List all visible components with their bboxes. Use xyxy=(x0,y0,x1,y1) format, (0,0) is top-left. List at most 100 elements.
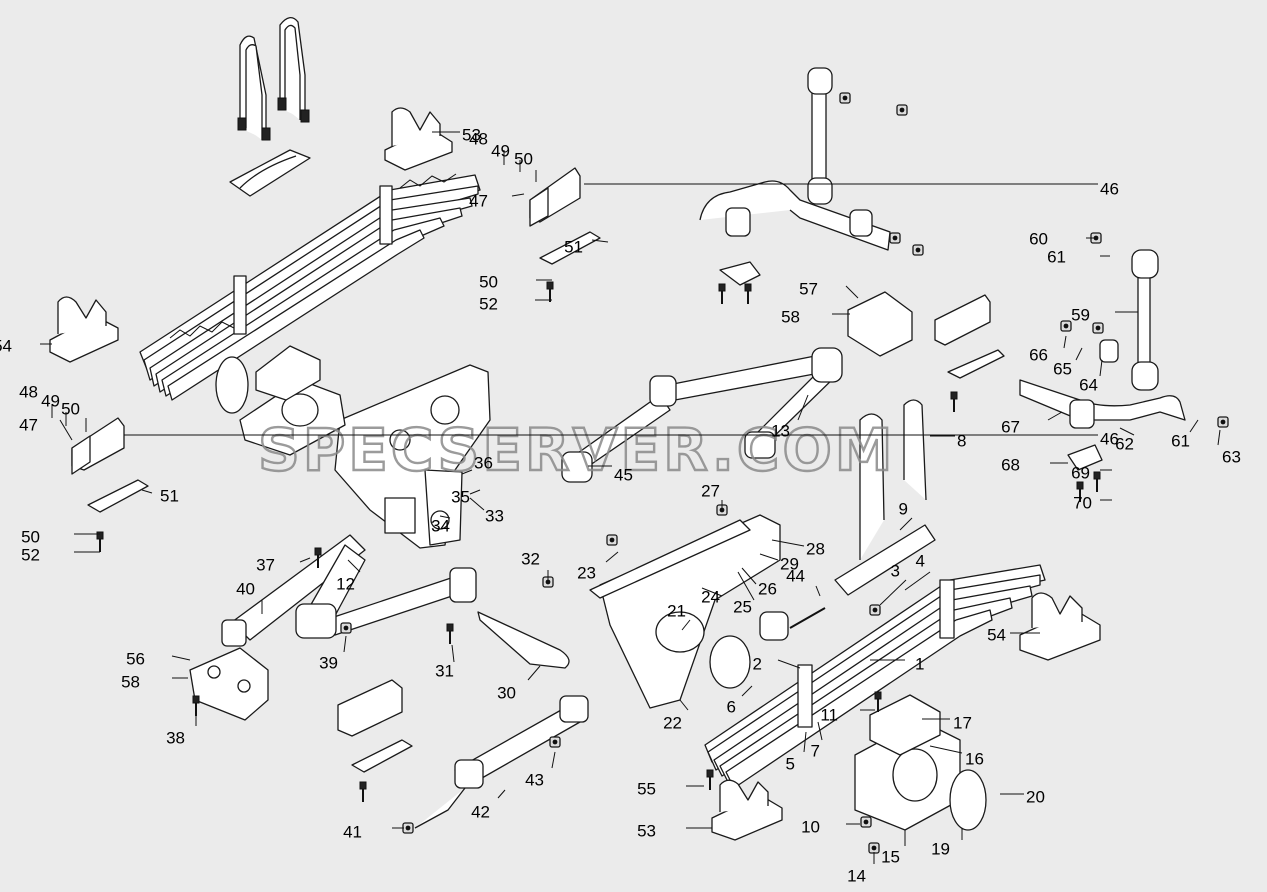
leader-line-12 xyxy=(347,559,361,573)
plate-51-top xyxy=(539,231,601,265)
callout-36: 36 xyxy=(474,453,493,472)
callout-labels: 1234567891011121314151617192021222324252… xyxy=(0,125,1241,885)
leader-line-33 xyxy=(469,497,485,511)
callout-54: 54 xyxy=(0,336,12,355)
callout-66: 66 xyxy=(1029,345,1048,364)
callout-61: 61 xyxy=(1171,431,1190,450)
leader-line-3 xyxy=(879,579,907,606)
callout-69: 69 xyxy=(1071,463,1090,482)
callout-15: 15 xyxy=(881,847,900,866)
leader-line-22 xyxy=(679,699,689,711)
leader-line-67 xyxy=(1047,411,1063,421)
bracket-57 xyxy=(847,291,1005,379)
callout-10: 10 xyxy=(801,817,820,836)
callout-61: 61 xyxy=(1047,247,1066,266)
bracket-46-top xyxy=(529,167,581,227)
leaf-spring-right xyxy=(704,564,1046,789)
leader-line-56 xyxy=(171,655,191,661)
callout-4: 4 xyxy=(916,551,925,570)
callout-55: 55 xyxy=(637,779,656,798)
callout-53: 53 xyxy=(637,821,656,840)
callout-32: 32 xyxy=(521,549,540,568)
callout-26: 26 xyxy=(758,579,777,598)
leader-line-7 xyxy=(817,721,823,741)
callout-7: 7 xyxy=(811,741,820,760)
callout-46: 46 xyxy=(1100,179,1119,198)
callout-16: 16 xyxy=(965,749,984,768)
callout-68: 68 xyxy=(1001,455,1020,474)
callout-48: 48 xyxy=(469,129,488,148)
axle-seat-center xyxy=(239,345,346,456)
torque-rod-v xyxy=(295,567,477,639)
bracket-53-top xyxy=(384,107,453,171)
leader-line-65 xyxy=(1075,347,1083,361)
callout-3: 3 xyxy=(891,561,900,580)
callout-6: 6 xyxy=(727,697,736,716)
bracket-upper-center xyxy=(589,519,751,599)
leader-line-4 xyxy=(904,571,931,591)
callout-37: 37 xyxy=(256,555,275,574)
callout-49: 49 xyxy=(491,141,510,160)
leader-line-61 xyxy=(1189,419,1199,433)
u-bolts-right xyxy=(859,399,927,560)
callout-20: 20 xyxy=(1026,787,1045,806)
leader-line-5 xyxy=(803,731,807,753)
plate-51-left xyxy=(87,479,149,513)
callout-22: 22 xyxy=(663,713,682,732)
stabilizer-right xyxy=(1019,249,1186,471)
leader-line-21 xyxy=(681,619,691,631)
leader-lines xyxy=(40,131,1221,864)
callout-34: 34 xyxy=(431,516,450,535)
callout-59: 59 xyxy=(1071,305,1090,324)
callout-56: 56 xyxy=(126,649,145,668)
callout-60: 60 xyxy=(1029,229,1048,248)
callout-67: 67 xyxy=(1001,417,1020,436)
callout-23: 23 xyxy=(577,563,596,582)
callout-57: 57 xyxy=(799,279,818,298)
bracket-46-left xyxy=(71,417,125,475)
leader-line-28 xyxy=(771,539,805,547)
callout-53: 53 xyxy=(462,125,481,144)
callout-50: 50 xyxy=(514,149,533,168)
callout-50: 50 xyxy=(21,527,40,546)
callout-52: 52 xyxy=(479,294,498,313)
callout-63: 63 xyxy=(1222,447,1241,466)
callout-41: 41 xyxy=(343,822,362,841)
bracket-54-left xyxy=(49,296,119,363)
leader-line-44 xyxy=(815,585,821,597)
torque-rod-42 xyxy=(414,695,589,829)
callout-29: 29 xyxy=(780,554,799,573)
callout-51: 51 xyxy=(160,486,179,505)
callout-33: 33 xyxy=(485,506,504,525)
callout-64: 64 xyxy=(1079,375,1098,394)
leader-line-51 xyxy=(141,489,153,494)
callout-5: 5 xyxy=(786,754,795,773)
leader-line-37 xyxy=(299,557,311,563)
leader-line-42 xyxy=(497,789,506,799)
leader-line-43 xyxy=(551,751,556,769)
leader-line-63 xyxy=(1217,429,1221,446)
leader-line-35 xyxy=(469,489,481,495)
watermark: SPECSERVER.COM xyxy=(258,416,895,484)
callout-1: 1 xyxy=(915,654,924,673)
callout-47: 47 xyxy=(19,415,38,434)
leader-line-47 xyxy=(511,193,525,197)
callout-58: 58 xyxy=(121,672,140,691)
leader-line-51 xyxy=(591,239,609,243)
leader-line-16 xyxy=(929,745,963,754)
callout-19: 19 xyxy=(931,839,950,858)
callout-17: 17 xyxy=(953,713,972,732)
leader-line-47 xyxy=(59,419,73,441)
leader-line-66 xyxy=(1063,335,1067,349)
leader-line-34 xyxy=(439,515,451,519)
callout-12: 12 xyxy=(336,574,355,593)
torque-rod-40 xyxy=(221,534,366,647)
callout-28: 28 xyxy=(806,539,825,558)
callout-14: 14 xyxy=(847,866,866,885)
bracket-56 xyxy=(189,647,269,721)
leader-line-23 xyxy=(605,551,619,563)
stabilizer-top xyxy=(699,67,891,286)
callout-65: 65 xyxy=(1053,359,1072,378)
callout-42: 42 xyxy=(471,802,490,821)
